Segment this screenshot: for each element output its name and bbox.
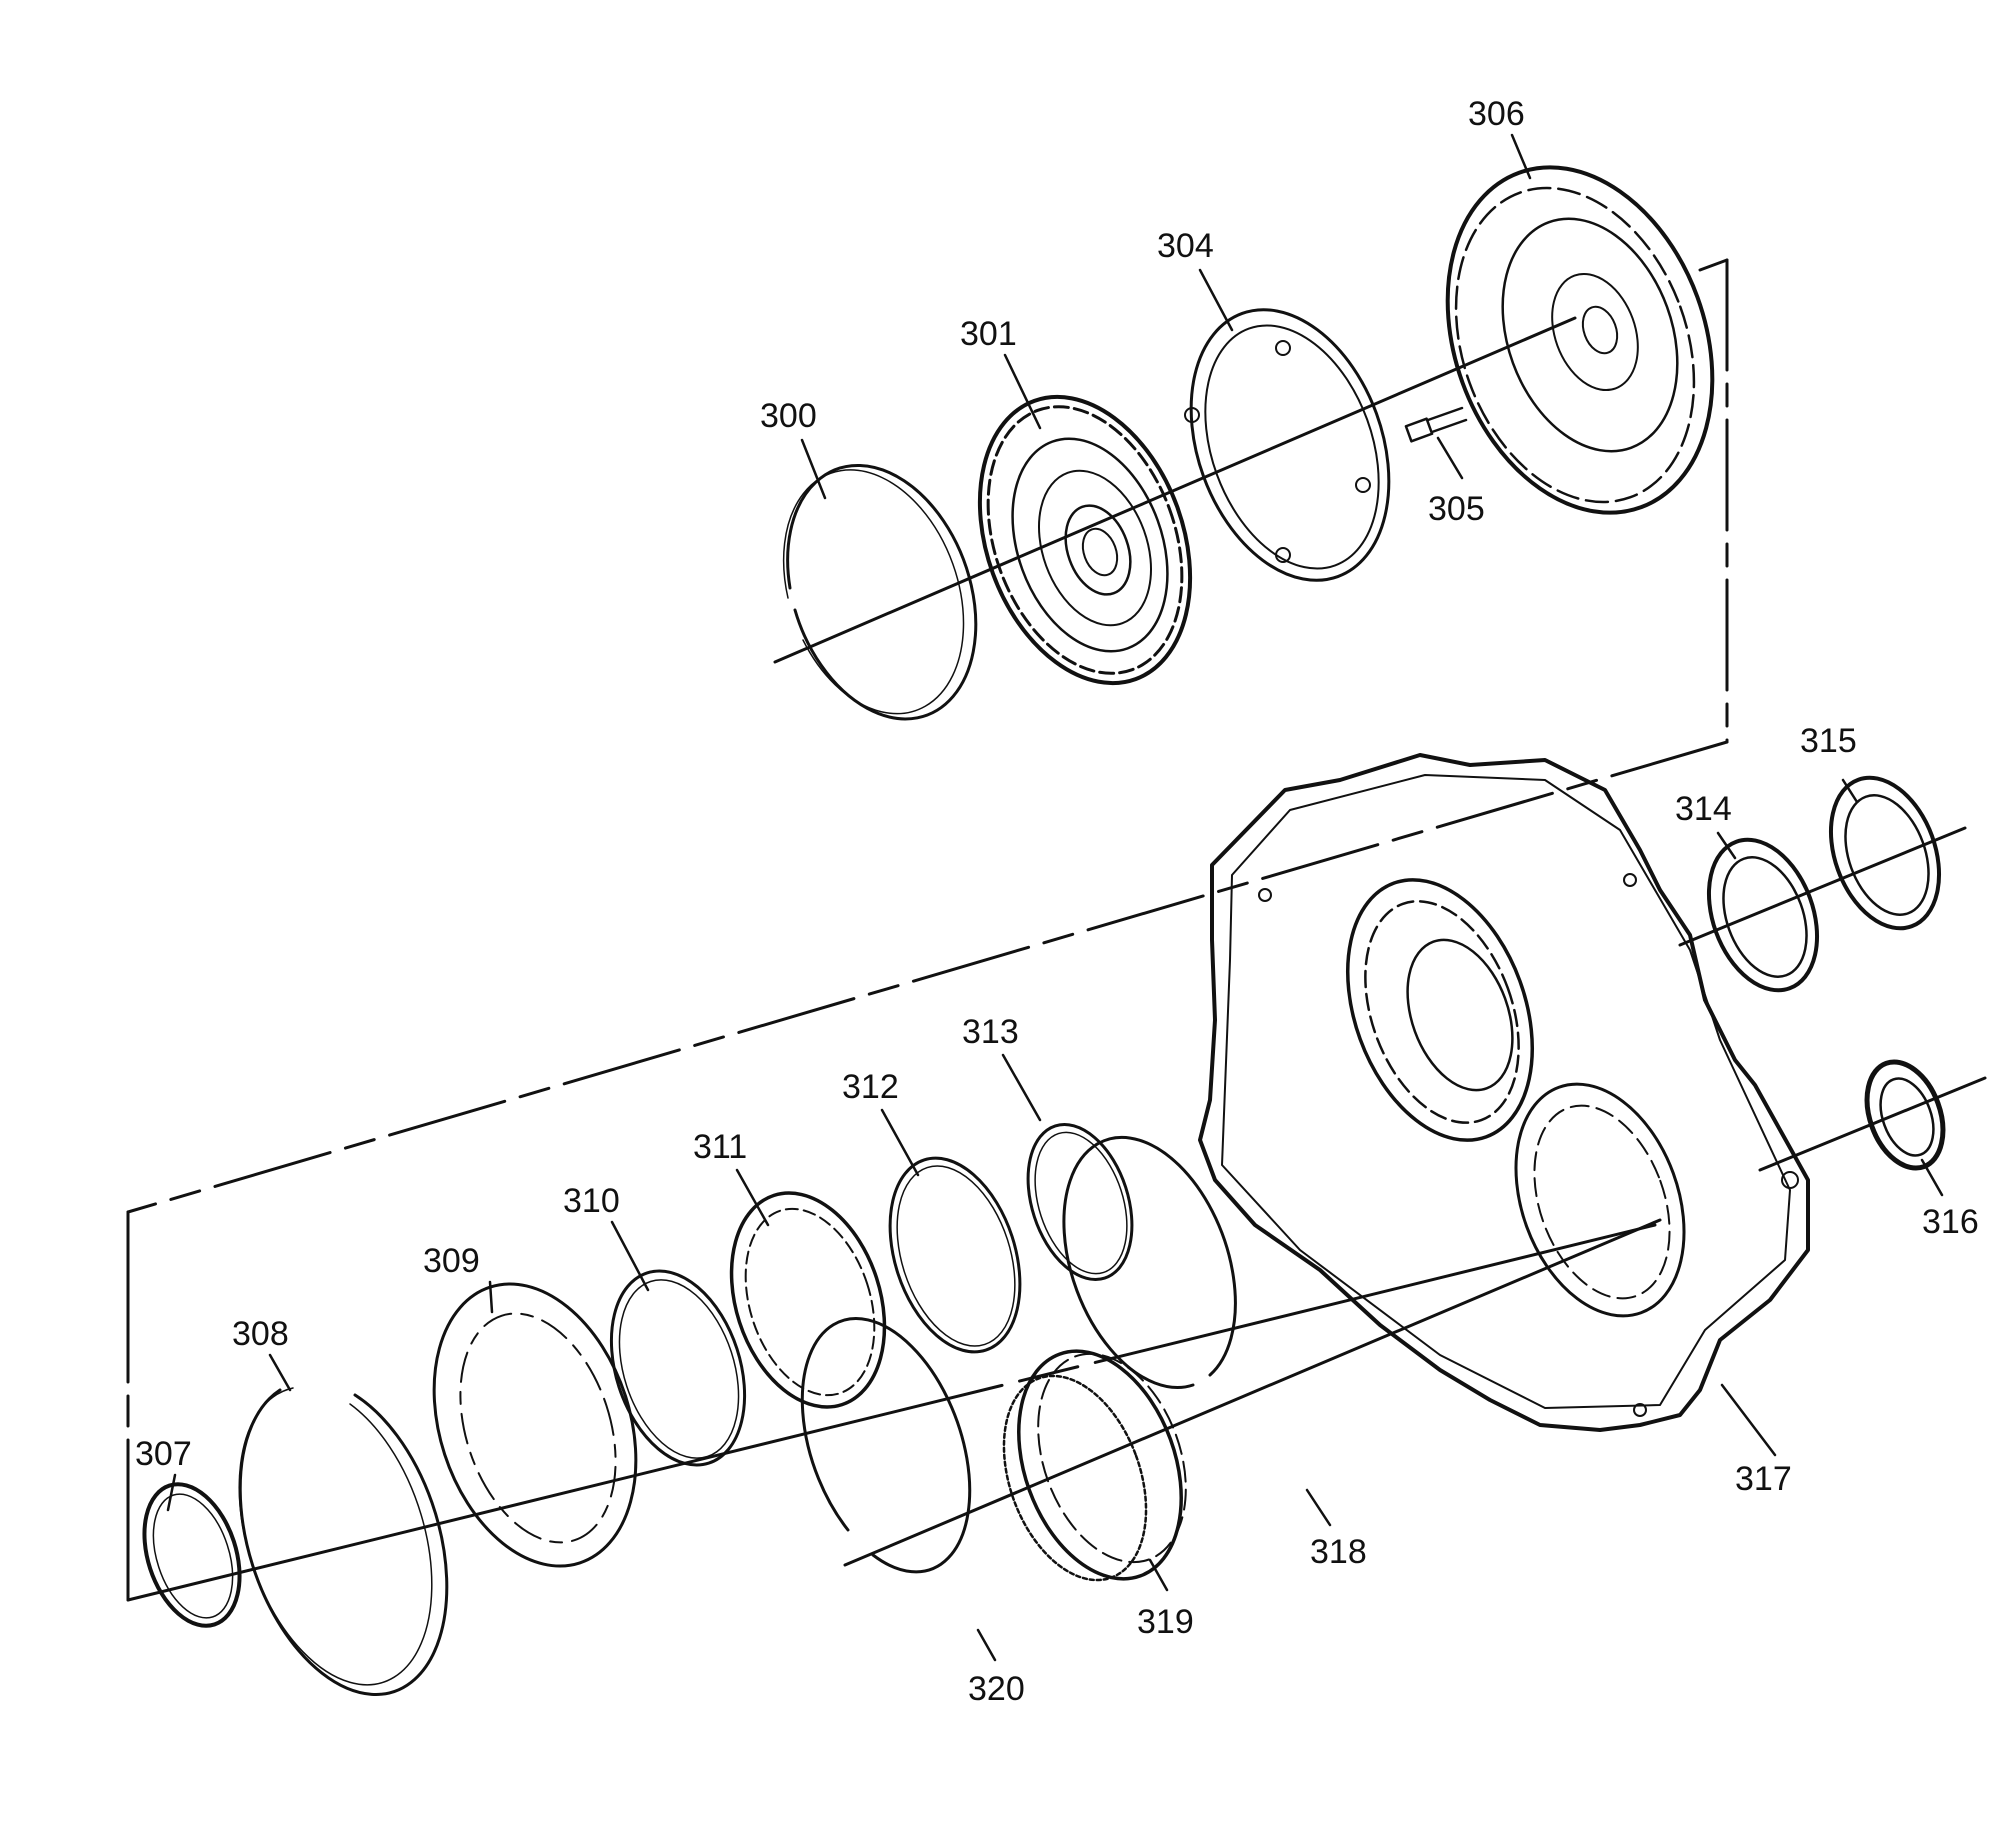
callout-319: 319 <box>1137 1603 1194 1641</box>
callout-307: 307 <box>135 1435 192 1473</box>
part-320-snap-ring <box>800 1317 972 1574</box>
assembly-axis-lines <box>126 316 1987 1602</box>
callout-316: 316 <box>1922 1203 1979 1241</box>
part-300-snap-ring <box>782 463 978 721</box>
callout-301: 301 <box>960 315 1017 353</box>
part-310-retaining-ring <box>609 1269 747 1467</box>
part-307-seal-ring <box>142 1482 242 1628</box>
callout-313: 313 <box>962 1013 1019 1051</box>
callout-320: 320 <box>968 1670 1025 1708</box>
callout-300: 300 <box>760 397 817 435</box>
part-318-snap-ring <box>1062 1135 1237 1389</box>
part-309-backing-plate <box>432 1282 638 1568</box>
part-305-bolt <box>1404 406 1468 443</box>
part-316-axle-seal <box>1864 1059 1946 1171</box>
part-313-seal-ring <box>1026 1122 1134 1282</box>
part-308-snap-ring <box>238 1387 449 1696</box>
part-304-plate <box>1184 308 1391 582</box>
callout-312: 312 <box>842 1068 899 1106</box>
callout-310: 310 <box>563 1182 620 1220</box>
callout-labels: 300 301 304 305 306 307 308 309 310 311 … <box>135 95 1979 1708</box>
callout-315: 315 <box>1800 722 1857 760</box>
callout-304: 304 <box>1157 227 1214 265</box>
callout-318: 318 <box>1310 1533 1367 1571</box>
part-311-piston <box>729 1191 887 1409</box>
part-314-seal <box>1706 837 1820 993</box>
part-312-seal-ring <box>888 1156 1022 1354</box>
part-301-clutch-housing <box>977 394 1193 686</box>
callout-leader-lines <box>166 133 1944 1662</box>
callout-317: 317 <box>1735 1460 1792 1498</box>
callout-314: 314 <box>1675 790 1732 828</box>
callout-306: 306 <box>1468 95 1525 133</box>
part-317-transmission-case <box>1198 753 1810 1432</box>
callout-309: 309 <box>423 1242 480 1280</box>
assembly-connector-bracket <box>126 258 1729 1602</box>
part-319-ring-gear <box>1002 1349 1187 1582</box>
callout-311: 311 <box>693 1128 747 1166</box>
part-306-clutch-drum <box>1445 165 1715 515</box>
callout-305: 305 <box>1428 490 1485 528</box>
part-315-seal <box>1828 775 1942 931</box>
callout-308: 308 <box>232 1315 289 1353</box>
